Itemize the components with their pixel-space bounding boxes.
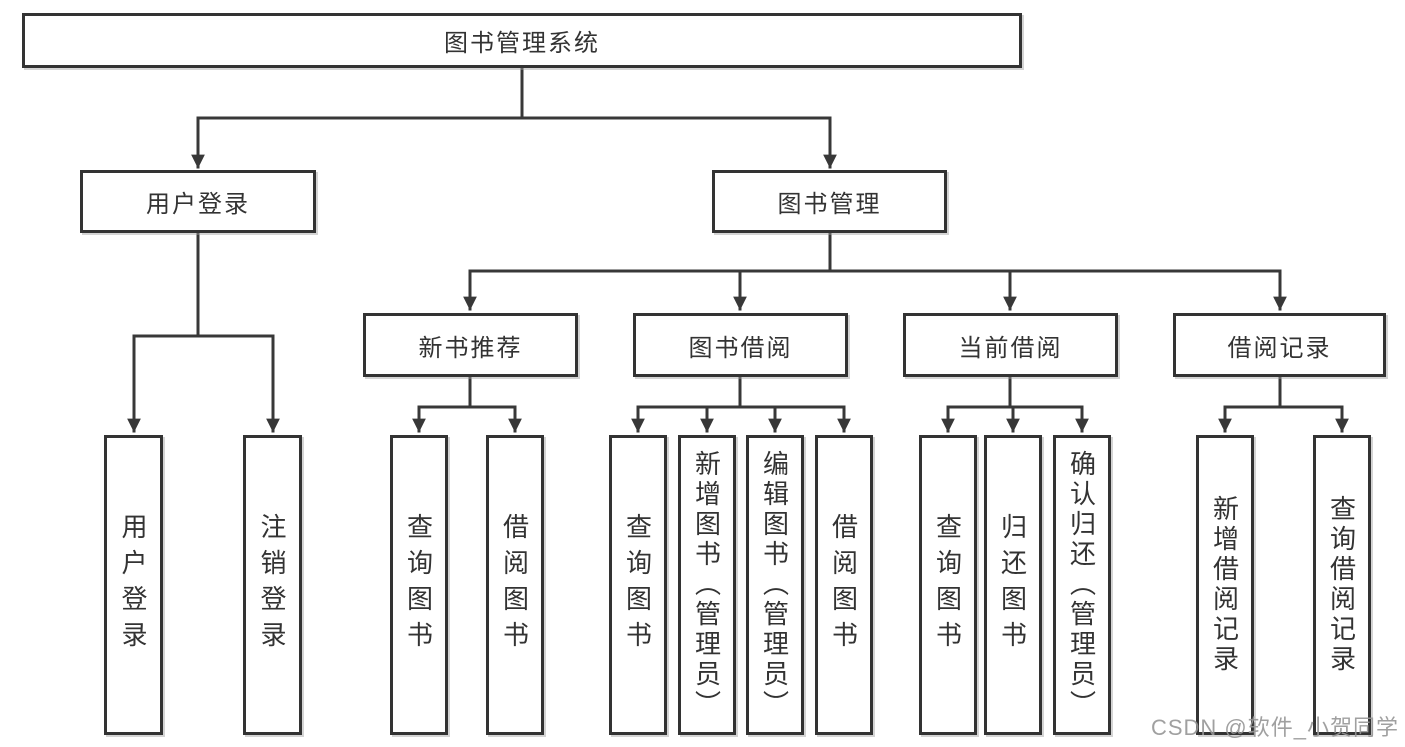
leaf-recommend-borrow-book: 借阅图书 xyxy=(486,435,544,735)
leaf-query-borrow-record: 查询借阅记录 xyxy=(1313,435,1371,735)
node-borrow-record: 借阅记录 xyxy=(1173,313,1386,377)
leaf-recommend-query-book: 查询图书 xyxy=(390,435,448,735)
leaf-add-book-admin: 新增图书（管理员） xyxy=(678,435,736,735)
leaf-edit-book-admin: 编辑图书（管理员） xyxy=(746,435,804,735)
node-new-book-recommend: 新书推荐 xyxy=(363,313,578,377)
leaf-current-query-book: 查询图书 xyxy=(919,435,977,735)
leaf-borrow-query-book: 查询图书 xyxy=(609,435,667,735)
leaf-confirm-return-admin: 确认归还（管理员） xyxy=(1053,435,1111,735)
leaf-logout: 注销登录 xyxy=(243,435,302,735)
leaf-borrow-book: 借阅图书 xyxy=(815,435,873,735)
node-book-borrow: 图书借阅 xyxy=(633,313,848,377)
leaf-return-book: 归还图书 xyxy=(984,435,1042,735)
leaf-user-login: 用户登录 xyxy=(104,435,163,735)
leaf-add-borrow-record: 新增借阅记录 xyxy=(1196,435,1254,735)
node-system-root: 图书管理系统 xyxy=(22,13,1022,68)
node-current-borrow: 当前借阅 xyxy=(903,313,1118,377)
node-book-management: 图书管理 xyxy=(712,170,947,233)
node-user-login: 用户登录 xyxy=(80,170,316,233)
